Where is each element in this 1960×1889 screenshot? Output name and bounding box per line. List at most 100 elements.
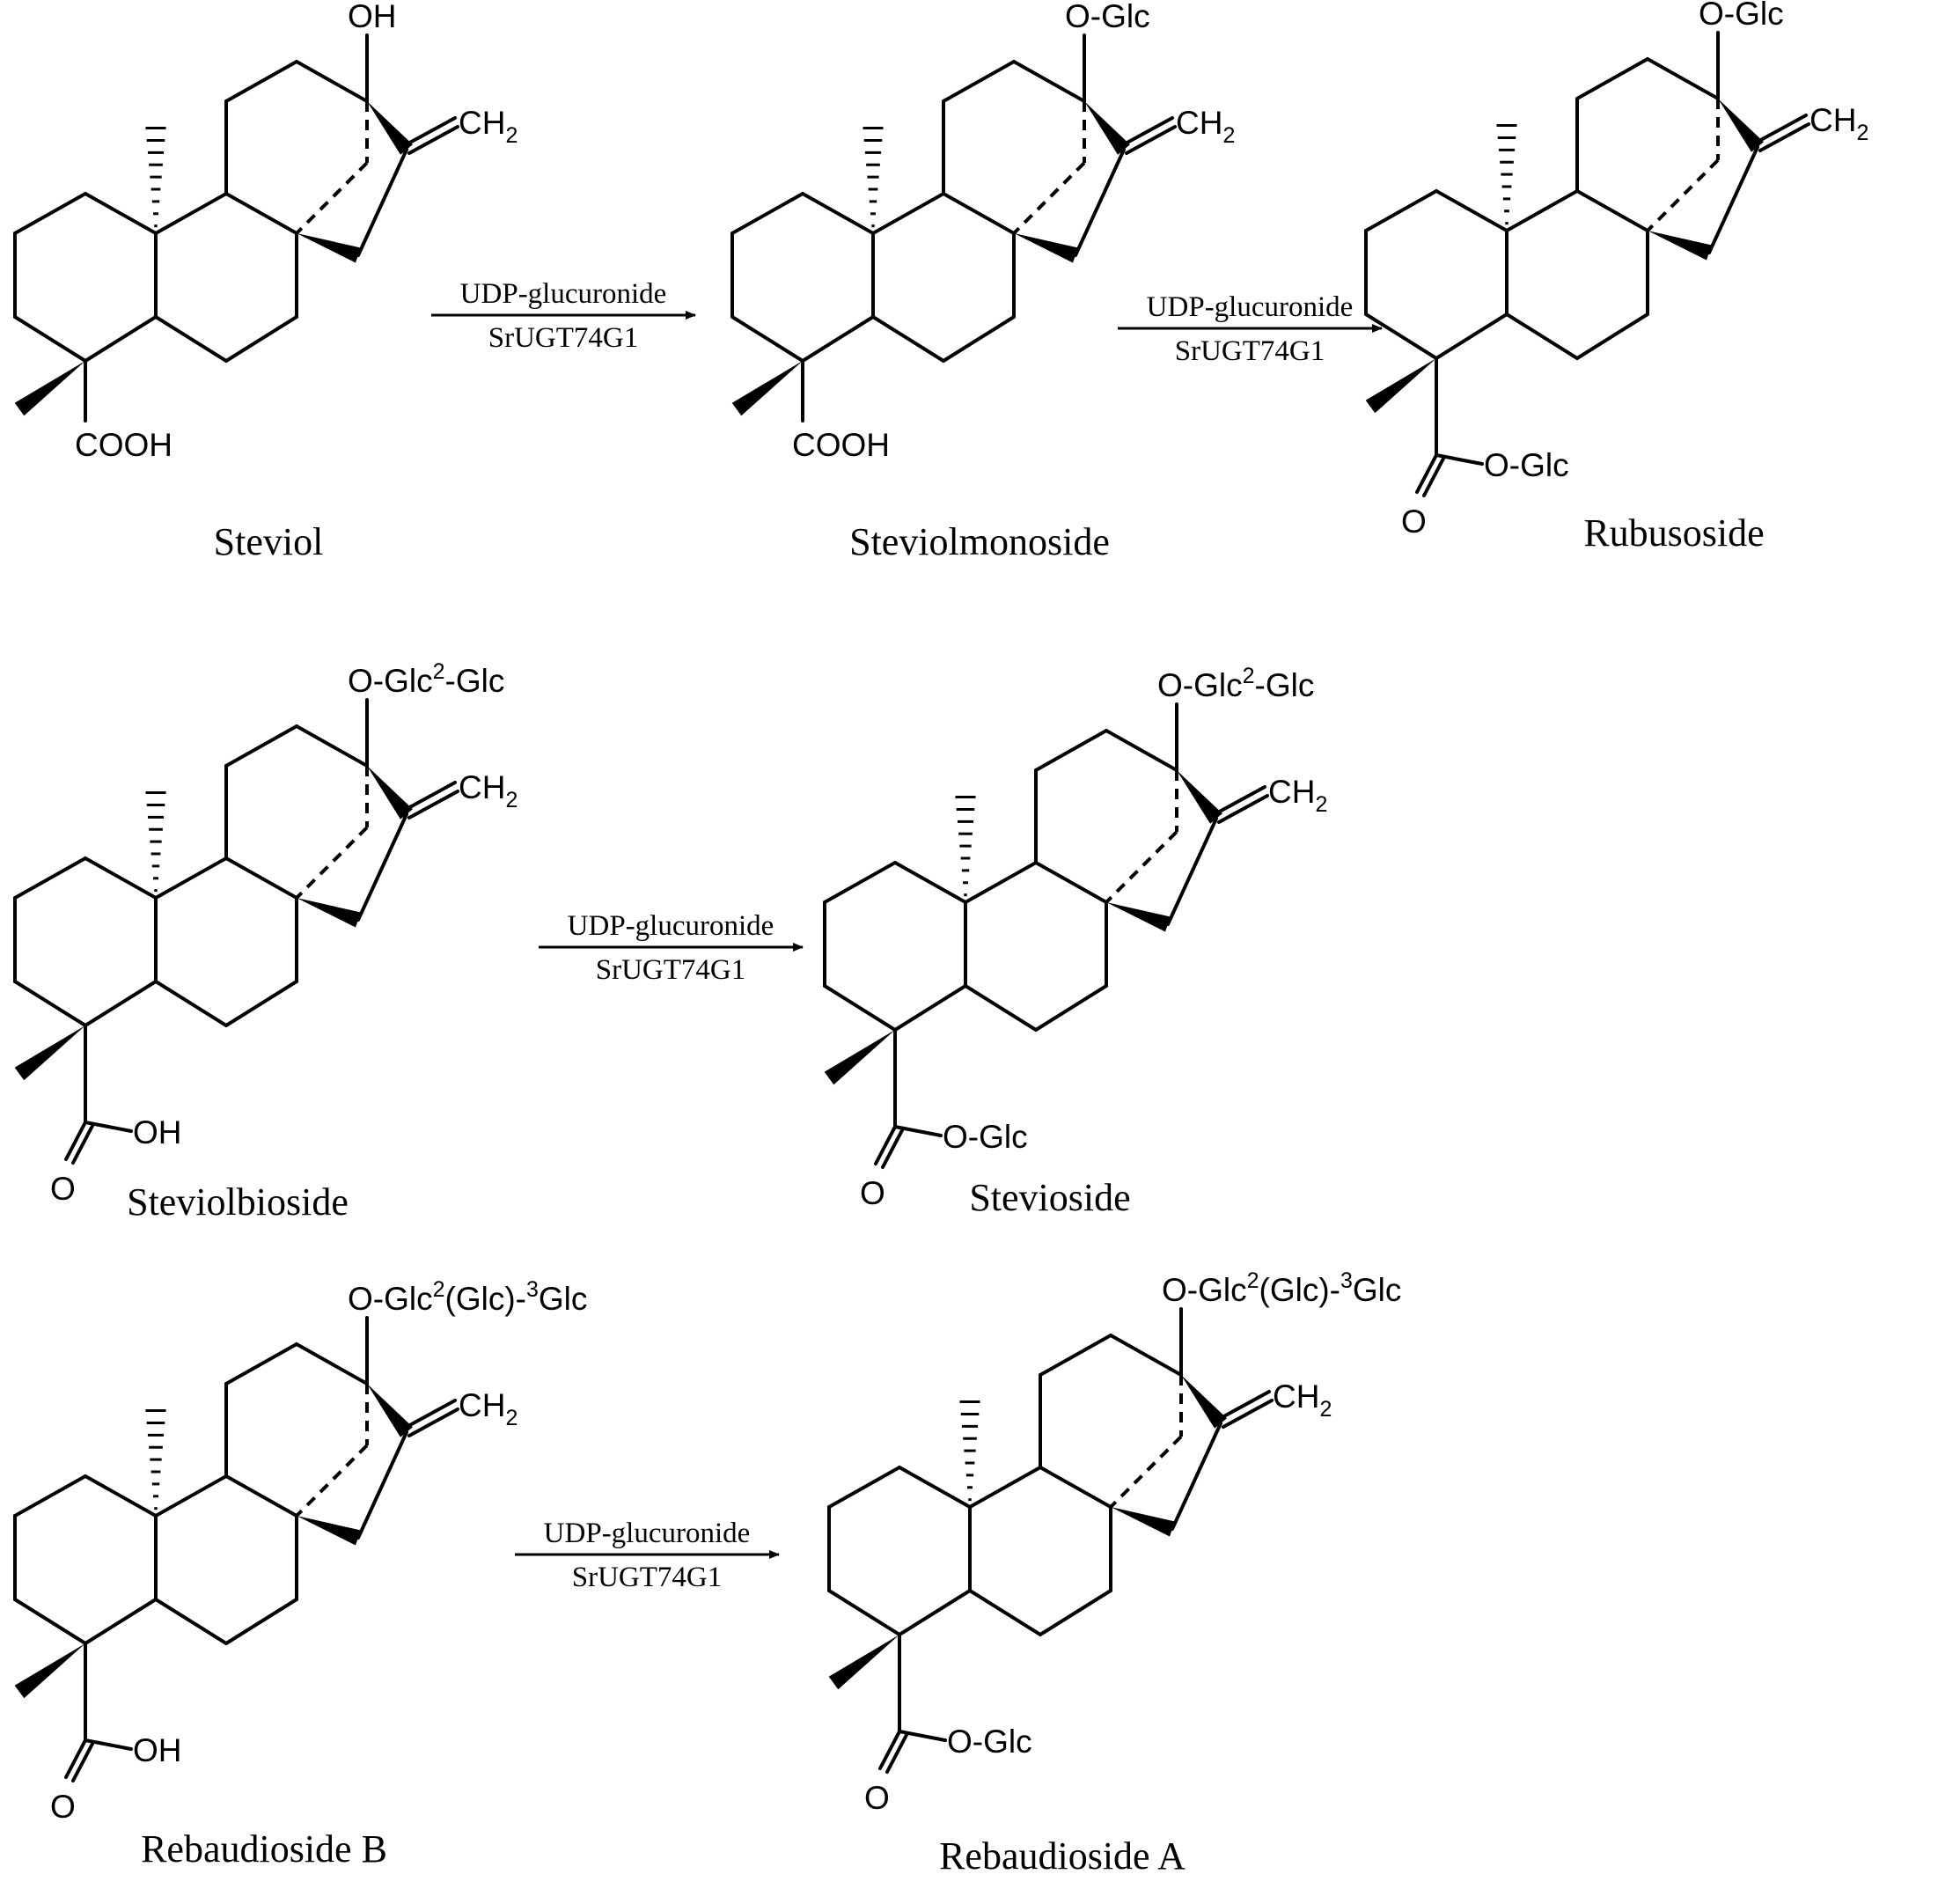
bond — [942, 60, 1016, 103]
enzyme-label: SrUGT74G1 — [488, 322, 639, 354]
bond — [1166, 817, 1218, 926]
compound-name: Steviolbioside — [127, 1180, 349, 1224]
bond — [84, 980, 158, 1027]
double-bond — [405, 781, 457, 811]
bond — [224, 1342, 298, 1386]
formula-part-main: CH — [1810, 102, 1856, 138]
formula-part-tail: Glc — [1353, 1272, 1402, 1308]
bond — [13, 1474, 87, 1518]
bond — [730, 192, 804, 235]
bond — [1435, 453, 1484, 466]
formula-part-main: CH — [1176, 105, 1222, 141]
c13-substituent-label: OH — [348, 0, 397, 34]
bond — [1034, 861, 1108, 904]
wedge-bond — [14, 1643, 85, 1699]
dashed-bond — [1012, 161, 1086, 235]
formula-part-main: CH — [459, 769, 505, 805]
double-bond — [1415, 453, 1438, 494]
bond — [893, 861, 967, 904]
double-bond — [64, 1121, 87, 1161]
dashed-bond — [1109, 1435, 1183, 1509]
formula-part-sup1: 2 — [1247, 1268, 1259, 1293]
compound-name: Rubusoside — [1583, 511, 1764, 555]
methylene-label: CH2 — [1268, 774, 1327, 817]
wedge-bond — [297, 898, 362, 928]
carboxyl-label: COOH — [792, 427, 890, 463]
bond — [154, 315, 228, 363]
reagent-label: UDP-glucuronide — [460, 278, 667, 310]
wedge-bond — [14, 361, 85, 416]
bond — [827, 1466, 901, 1509]
formula-part-main: OH — [133, 1732, 182, 1768]
hashed-wedge-bond — [1496, 124, 1517, 225]
bond — [827, 1589, 901, 1636]
double-bond — [64, 1738, 87, 1779]
dashed-bond — [1105, 830, 1178, 904]
double-bond — [1122, 116, 1174, 146]
formula-part-main: COOH — [792, 427, 890, 463]
bond — [871, 192, 945, 235]
bond — [295, 724, 369, 768]
bond — [154, 1598, 228, 1645]
wedge-bond — [1365, 358, 1436, 414]
bond — [84, 1474, 158, 1518]
formula-part-main: CH — [1268, 774, 1315, 810]
formula-part-main: O-Glc — [1162, 1272, 1247, 1308]
formula-part-main: CH — [1273, 1378, 1319, 1415]
bond — [84, 1598, 158, 1645]
bond — [224, 980, 298, 1027]
bond — [1034, 984, 1108, 1032]
enzyme-label: SrUGT74G1 — [1175, 335, 1325, 367]
dashed-bond — [295, 161, 369, 235]
bond — [1435, 189, 1509, 232]
double-bond — [405, 1399, 457, 1429]
bond — [295, 1342, 369, 1386]
bond — [893, 1125, 943, 1137]
double-bond — [407, 1408, 459, 1437]
methylene-label: CH2 — [459, 1387, 518, 1430]
formula-part-main: OH — [348, 0, 397, 34]
formula-part-sup1: 2 — [433, 659, 445, 684]
formula-part-sup1: 2 — [1243, 664, 1255, 688]
methylene-label: CH2 — [459, 769, 518, 812]
carbonyl-oxygen-label: O — [1401, 503, 1427, 540]
bond — [84, 856, 158, 900]
bond — [154, 980, 228, 1027]
formula-part-sub: 2 — [1222, 123, 1235, 148]
dashed-bond — [295, 1444, 369, 1518]
bond — [942, 192, 1016, 235]
bond — [964, 861, 1038, 904]
wedge-bond — [828, 1635, 899, 1690]
bond — [84, 315, 158, 363]
formula-part-main: O-Glc — [1699, 0, 1784, 32]
bond — [224, 1474, 298, 1518]
bond — [13, 315, 87, 363]
formula-part-sub: 2 — [505, 1406, 518, 1430]
bond — [224, 1598, 298, 1645]
enzyme-label: SrUGT74G1 — [572, 1562, 723, 1593]
double-bond — [881, 1128, 904, 1169]
bond — [295, 60, 369, 103]
formula-part-main: CH — [459, 105, 505, 141]
hashed-wedge-bond — [145, 1409, 166, 1510]
double-bond — [1217, 794, 1269, 824]
bond — [1105, 729, 1178, 772]
bond — [356, 148, 408, 257]
formula-part-main: O-Glc — [1484, 447, 1569, 483]
c13-substituent-label: O-Glc2(Glc)-3Glc — [1162, 1268, 1401, 1308]
methylene-label: CH2 — [1810, 102, 1868, 145]
bond — [356, 812, 408, 922]
c13-substituent-label: O-Glc2-Glc — [348, 659, 504, 699]
wedge-bond — [14, 1025, 85, 1081]
bond — [898, 1730, 947, 1742]
wedge-bond — [297, 233, 362, 263]
bond — [1707, 145, 1759, 254]
reagent-label: UDP-glucuronide — [568, 910, 774, 942]
double-bond — [405, 116, 457, 146]
ester-substituent-label: OH — [133, 1732, 182, 1768]
wedge-bond — [731, 361, 803, 416]
